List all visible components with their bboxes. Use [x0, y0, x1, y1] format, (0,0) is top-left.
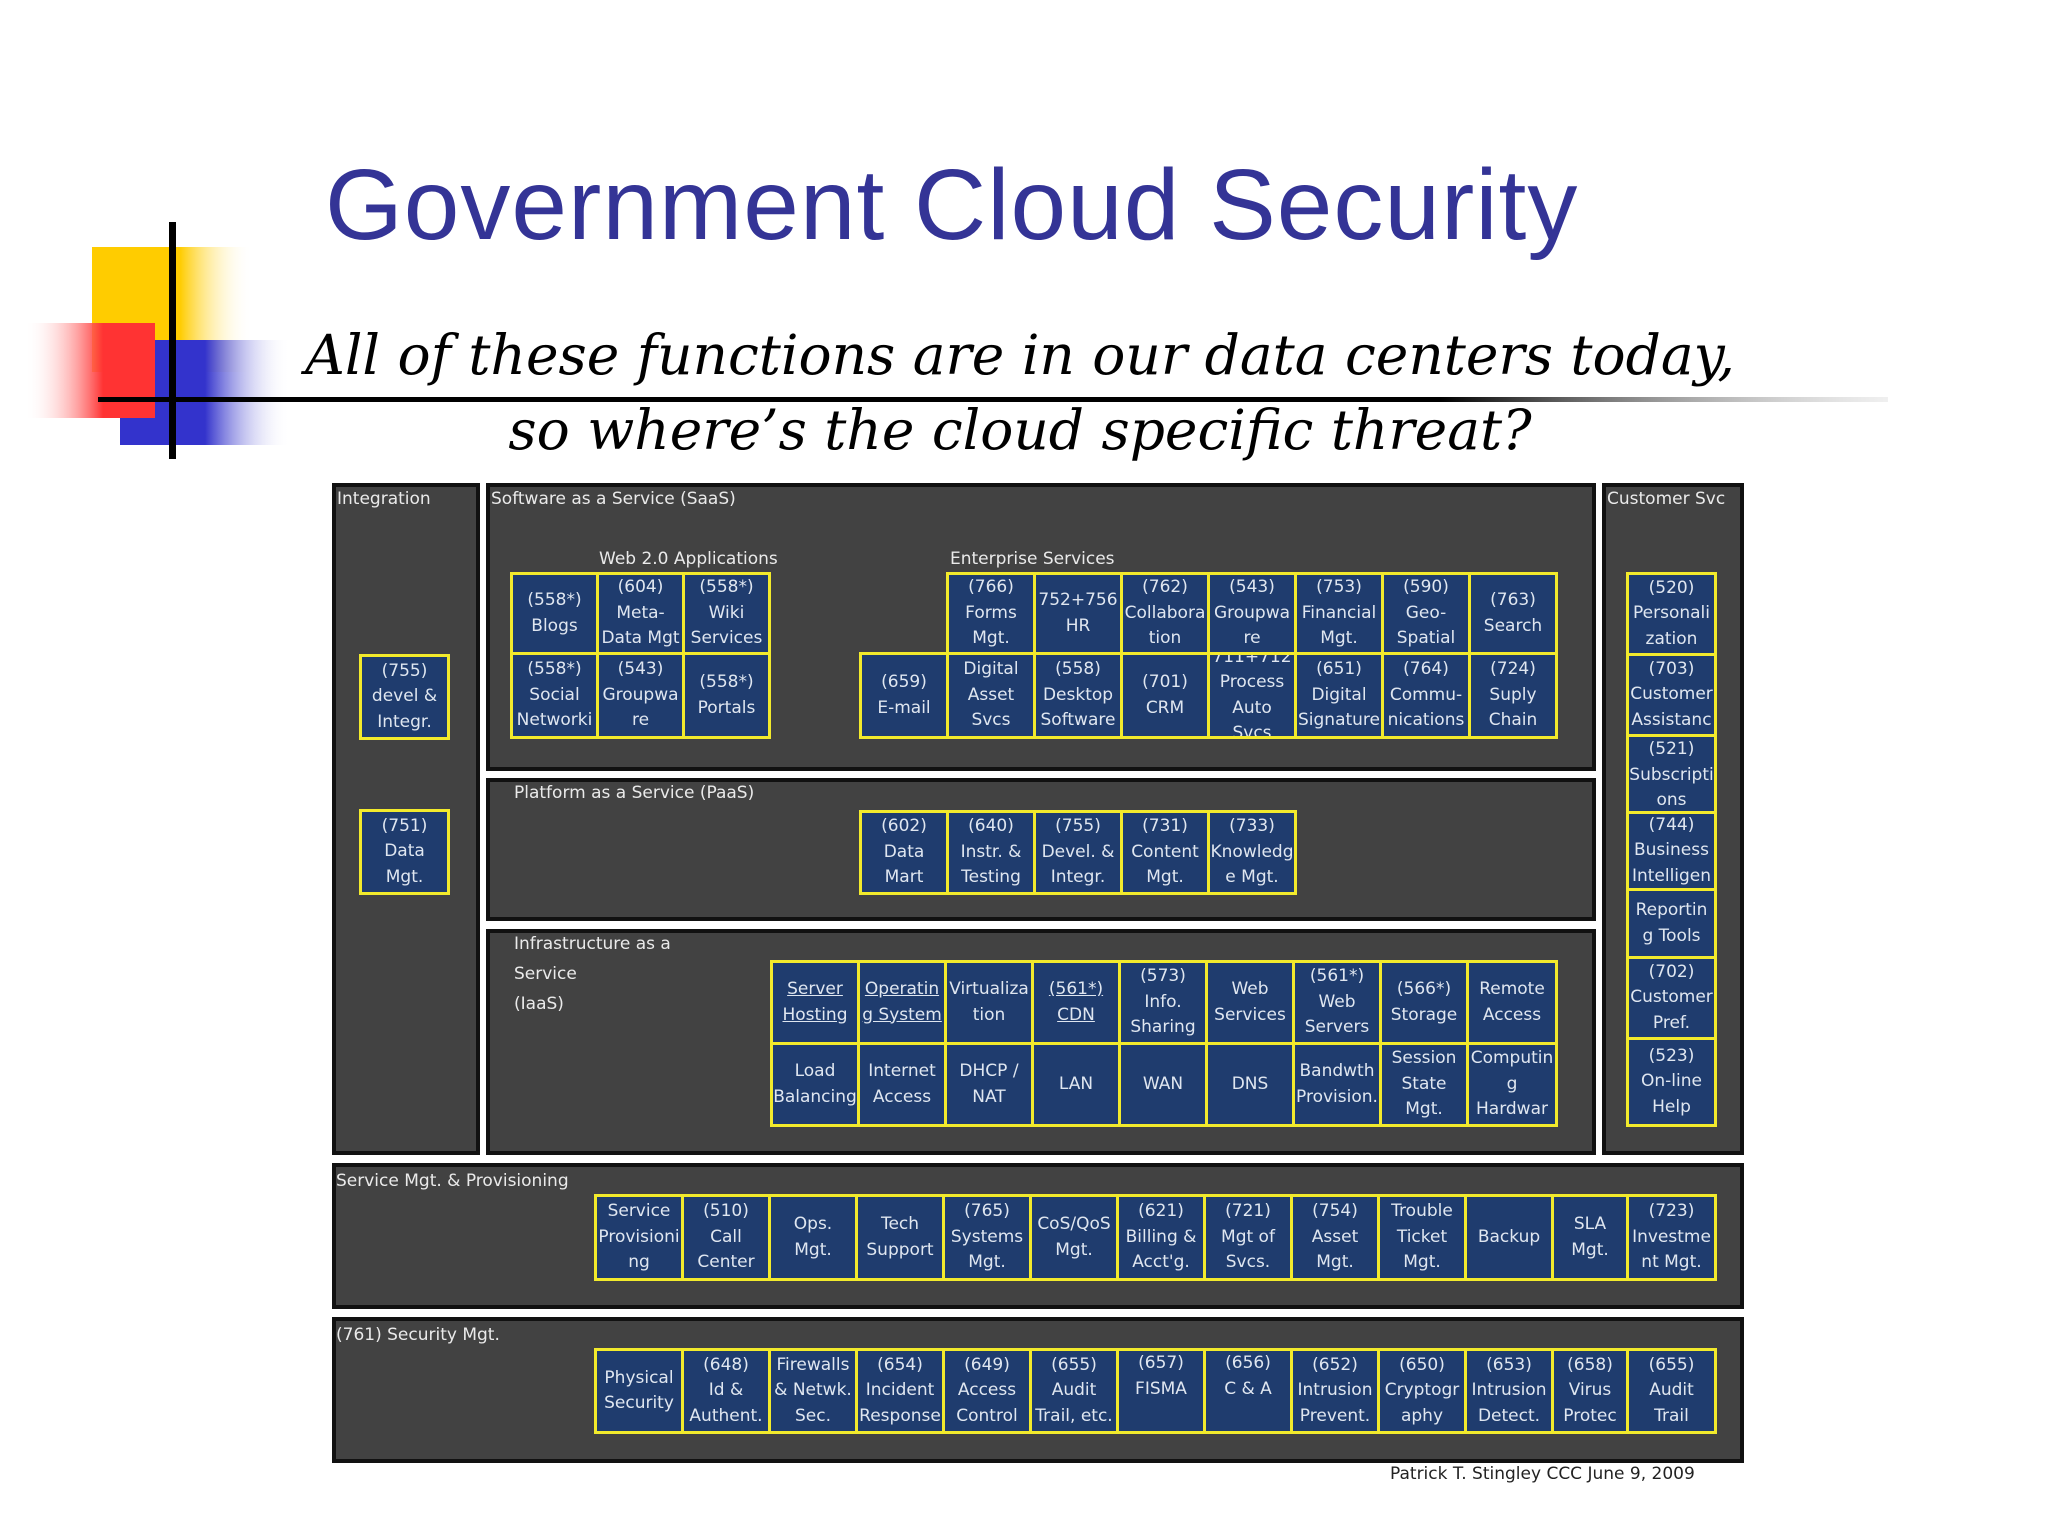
cell-523-online-help: (523) On-line Help [1626, 1037, 1717, 1127]
subtitle-line-2: so where’s the cloud specific threat? [508, 398, 1532, 462]
deco-yellow-square [92, 247, 252, 372]
enterprise-group-label: Enterprise Services [950, 549, 1115, 569]
cell-654-incident-response: (654) Incident Response [855, 1348, 945, 1434]
slide-subtitle: All of these functions are in our data c… [300, 318, 1740, 468]
cell-752-756-hr: 752+756 HR [1033, 572, 1123, 655]
cell-operating-system: Operatin g System [857, 960, 947, 1045]
deco-blue-square [120, 340, 290, 445]
cell-766-forms-mgt: (766) Forms Mgt. [946, 572, 1036, 655]
cell-659-email: (659) E-mail [859, 652, 949, 739]
cell-657-fisma: (657) FISMA [1116, 1348, 1206, 1434]
cell-762-collaboration: (762) Collabora tion [1120, 572, 1210, 655]
cell-computing-hardware: Computin g Hardwar [1466, 1042, 1558, 1127]
cell-724-supply-chain: (724) Suply Chain [1468, 652, 1558, 739]
cell-510-call-center: (510) Call Center [681, 1194, 771, 1281]
slide-title: Government Cloud Security [325, 149, 1579, 261]
cell-physical-security: Physical Security [594, 1348, 684, 1434]
cell-558-portals: (558*) Portals [682, 652, 771, 739]
deco-vertical-line [169, 222, 176, 459]
cell-cos-qos-mgt: CoS/QoS Mgt. [1029, 1194, 1119, 1281]
cell-703-customer-assistance: (703) Customer Assistanc [1626, 653, 1717, 737]
cell-649-access-control: (649) Access Control [942, 1348, 1032, 1434]
cell-digital-asset-svcs: Digital Asset Svcs [946, 652, 1036, 739]
cell-731-content-mgt: (731) Content Mgt. [1120, 810, 1210, 895]
cell-web-services: Web Services [1205, 960, 1295, 1045]
cell-wan: WAN [1118, 1042, 1208, 1127]
iaas-label: Infrastructure as a Service (IaaS) [514, 934, 671, 1014]
cell-dhcp-nat: DHCP / NAT [944, 1042, 1034, 1127]
cell-internet-access: Internet Access [857, 1042, 947, 1127]
service-mgt-label: Service Mgt. & Provisioning [336, 1171, 569, 1191]
cell-573-info-sharing: (573) Info. Sharing [1118, 960, 1208, 1045]
cell-765-systems-mgt: (765) Systems Mgt. [942, 1194, 1032, 1281]
web20-group-label: Web 2.0 Applications [599, 549, 778, 569]
cell-604-meta-data-mgt: (604) Meta- Data Mgt [596, 572, 685, 655]
cell-648-id-authent: (648) Id & Authent. [681, 1348, 771, 1434]
integration-label: Integration [337, 489, 431, 509]
cell-558-desktop-software: (558) Desktop Software [1033, 652, 1123, 739]
cell-520-personalization: (520) Personali zation [1626, 572, 1717, 656]
cell-dns: DNS [1205, 1042, 1295, 1127]
cell-656-c-and-a: (656) C & A [1203, 1348, 1293, 1434]
deco-red-square [25, 323, 155, 418]
cell-566-storage: (566*) Storage [1379, 960, 1469, 1045]
cell-561-cdn: (561*) CDN [1031, 960, 1121, 1045]
cell-558-wiki-services: (558*) Wiki Services [682, 572, 771, 655]
cell-721-mgt-of-svcs: (721) Mgt of Svcs. [1203, 1194, 1293, 1281]
cell-sla-mgt: SLA Mgt. [1551, 1194, 1629, 1281]
cell-755-devel-integr-paas: (755) Devel. & Integr. [1033, 810, 1123, 895]
cell-543-groupware-enterprise: (543) Groupwa re [1207, 572, 1297, 655]
cell-754-asset-mgt: (754) Asset Mgt. [1290, 1194, 1380, 1281]
security-mgt-label: (761) Security Mgt. [336, 1325, 500, 1345]
cell-753-financial-mgt: (753) Financial Mgt. [1294, 572, 1384, 655]
cell-733-knowledge-mgt: (733) Knowledg e Mgt. [1207, 810, 1297, 895]
cell-tech-support: Tech Support [855, 1194, 945, 1281]
cell-651-digital-signature: (651) Digital Signature [1294, 652, 1384, 739]
cell-602-data-mart: (602) Data Mart [859, 810, 949, 895]
cell-load-balancing: Load Balancing [770, 1042, 860, 1127]
author-credit: Patrick T. Stingley CCC June 9, 2009 [1390, 1464, 1695, 1484]
cell-558-social-networking: (558*) Social Networki [510, 652, 599, 739]
cell-702-customer-pref: (702) Customer Pref. [1626, 956, 1717, 1040]
cell-755-devel-integr: (755) devel & Integr. [359, 654, 450, 740]
cell-655-audit-trail: (655) Audit Trail [1626, 1348, 1717, 1434]
cell-590-geo-spatial: (590) Geo- Spatial [1381, 572, 1471, 655]
cell-723-investment-mgt: (723) Investme nt Mgt. [1626, 1194, 1717, 1281]
cell-751-data-mgt: (751) Data Mgt. [359, 809, 450, 895]
cell-658-virus-protection: (658) Virus Protec [1551, 1348, 1629, 1434]
cell-652-intrusion-prevent: (652) Intrusion Prevent. [1290, 1348, 1380, 1434]
cell-ops-mgt: Ops. Mgt. [768, 1194, 858, 1281]
cell-764-communications: (764) Commu- nications [1381, 652, 1471, 739]
cell-521-subscriptions: (521) Subscripti ons [1626, 734, 1717, 814]
cell-640-instr-testing: (640) Instr. & Testing [946, 810, 1036, 895]
cell-session-state-mgt: Session State Mgt. [1379, 1042, 1469, 1127]
cell-711-712-process-auto: 711+712 Process Auto Svcs [1207, 652, 1297, 739]
cell-trouble-ticket-mgt: Trouble Ticket Mgt. [1377, 1194, 1467, 1281]
cell-virtualization: Virtualiza tion [944, 960, 1034, 1045]
cell-701-crm: (701) CRM [1120, 652, 1210, 739]
cell-763-search: (763) Search [1468, 572, 1558, 655]
cell-561-web-servers: (561*) Web Servers [1292, 960, 1382, 1045]
cell-remote-access: Remote Access [1466, 960, 1558, 1045]
cell-reporting-tools: Reportin g Tools [1626, 888, 1717, 959]
cell-firewalls-netwk-sec: Firewalls & Netwk. Sec. [768, 1348, 858, 1434]
cell-655-audit-trail-etc: (655) Audit Trail, etc. [1029, 1348, 1119, 1434]
paas-label: Platform as a Service (PaaS) [514, 783, 755, 803]
saas-label: Software as a Service (SaaS) [491, 489, 736, 509]
cell-621-billing-accounting: (621) Billing & Acct'g. [1116, 1194, 1206, 1281]
subtitle-line-1: All of these functions are in our data c… [305, 323, 1735, 387]
cell-lan: LAN [1031, 1042, 1121, 1127]
cell-service-provisioning: Service Provisioni ng [594, 1194, 684, 1281]
cell-bandwidth-provision: Bandwth Provision. [1292, 1042, 1382, 1127]
cell-744-business-intelligence: (744) Business Intelligen [1626, 811, 1717, 891]
cell-543-groupware: (543) Groupwa re [596, 652, 685, 739]
cell-653-intrusion-detect: (653) Intrusion Detect. [1464, 1348, 1554, 1434]
customer-svc-label: Customer Svc [1607, 489, 1726, 509]
cell-650-cryptography: (650) Cryptogr aphy [1377, 1348, 1467, 1434]
cell-558-blogs: (558*) Blogs [510, 572, 599, 655]
cell-server-hosting: Server Hosting [770, 960, 860, 1045]
cell-backup: Backup [1464, 1194, 1554, 1281]
